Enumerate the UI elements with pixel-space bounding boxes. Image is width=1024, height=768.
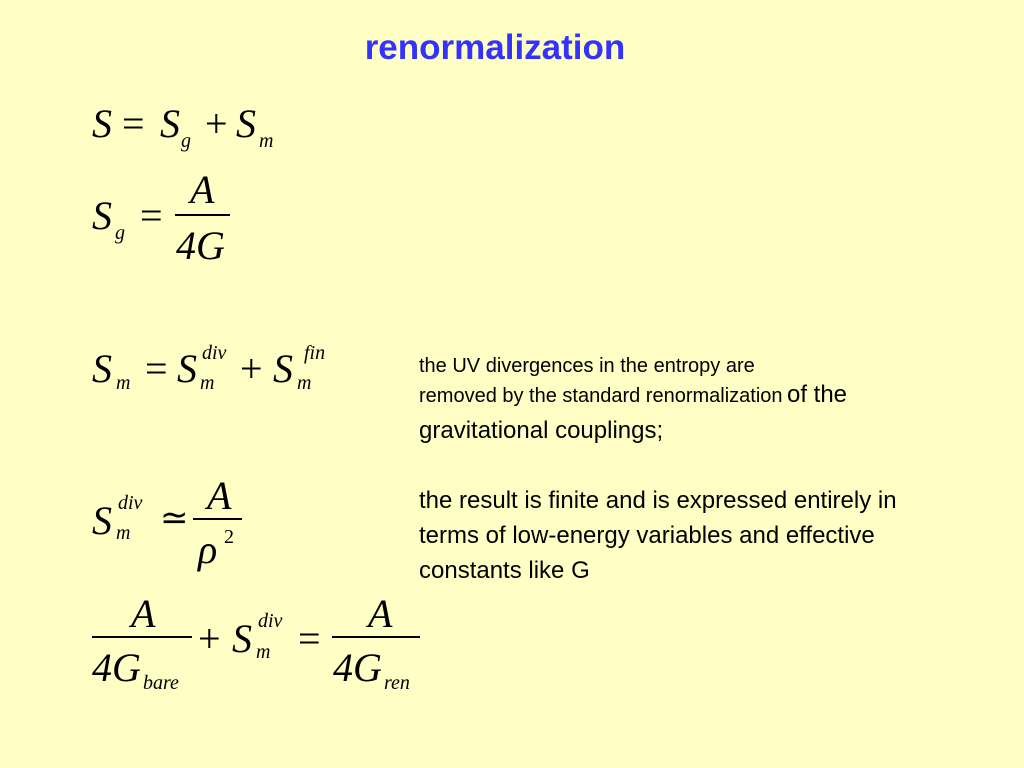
eq5-denominator-2: 4G	[333, 645, 382, 690]
eq2-sub-g: g	[115, 222, 125, 244]
eq3-sup-div: div	[202, 342, 227, 364]
eq2-equals: =	[140, 193, 163, 238]
eq4-exponent: 2	[224, 526, 234, 548]
eq4-numerator: A	[207, 473, 232, 518]
eq2-fraction-bar	[175, 214, 230, 216]
eq4-S: S	[92, 498, 112, 543]
eq5-plus: +	[198, 616, 221, 661]
eq5-fraction-bar-2	[332, 636, 420, 638]
eq2-S: S	[92, 193, 112, 238]
note-line: the result is finite and is expressed en…	[419, 487, 897, 514]
eq4-sub-m: m	[116, 522, 131, 544]
eq3-sub-m: m	[116, 372, 131, 394]
eq3-equals: =	[145, 346, 168, 391]
eq3-S-div: S	[177, 346, 197, 391]
note-line: the UV divergences in the entropy are	[419, 355, 755, 377]
eq4-sup-div: div	[118, 492, 143, 514]
eq3-sub-m-div: m	[200, 372, 215, 394]
eq5-equals: =	[298, 616, 321, 661]
eq5-fraction-bar-1	[92, 636, 192, 638]
eq1-sub-m: m	[259, 130, 274, 152]
eq1-S: S	[92, 101, 112, 146]
note-line: removed by the standard renormalization …	[419, 378, 847, 415]
eq5-numerator-1: A	[131, 591, 156, 636]
eq5-numerator-2: A	[368, 591, 393, 636]
eq5-S: S	[232, 616, 252, 661]
eq3-sup-fin: fin	[304, 342, 326, 364]
note-renormalization: the UV divergences in the entropy are re…	[419, 354, 847, 447]
note-line: terms of low-energy variables and effect…	[419, 522, 875, 549]
note-segment: of the	[786, 381, 848, 408]
note-line: constants like G	[419, 557, 590, 584]
eq3-S: S	[92, 346, 112, 391]
eq1-sub-g: g	[181, 130, 191, 152]
eq4-rho: ρ	[198, 527, 218, 572]
eq3-S-fin: S	[273, 346, 293, 391]
eq5-sup-div: div	[258, 610, 283, 632]
eq1-Sg: S	[160, 101, 180, 146]
eq1-equals: =	[122, 101, 145, 146]
eq3-plus: +	[240, 346, 263, 391]
eq4-relation: ≃	[160, 500, 189, 537]
note-line: gravitational couplings;	[419, 417, 664, 444]
eq5-sub-m: m	[256, 641, 271, 663]
note-finite-result: the result is finite and is expressed en…	[419, 483, 897, 588]
eq5-sub-bare: bare	[143, 672, 179, 694]
eq1-Sm: S	[236, 101, 256, 146]
slide-title: renormalization	[364, 28, 626, 67]
eq2-denominator: 4G	[176, 223, 225, 268]
eq4-fraction-bar	[193, 518, 242, 520]
eq3-sub-m-fin: m	[297, 372, 312, 394]
eq5-sub-ren: ren	[384, 672, 410, 694]
note-segment: removed by the standard renormalization	[419, 385, 783, 407]
eq1-plus: +	[205, 101, 228, 146]
eq5-denominator-1: 4G	[92, 645, 141, 690]
eq2-numerator: A	[190, 167, 215, 212]
